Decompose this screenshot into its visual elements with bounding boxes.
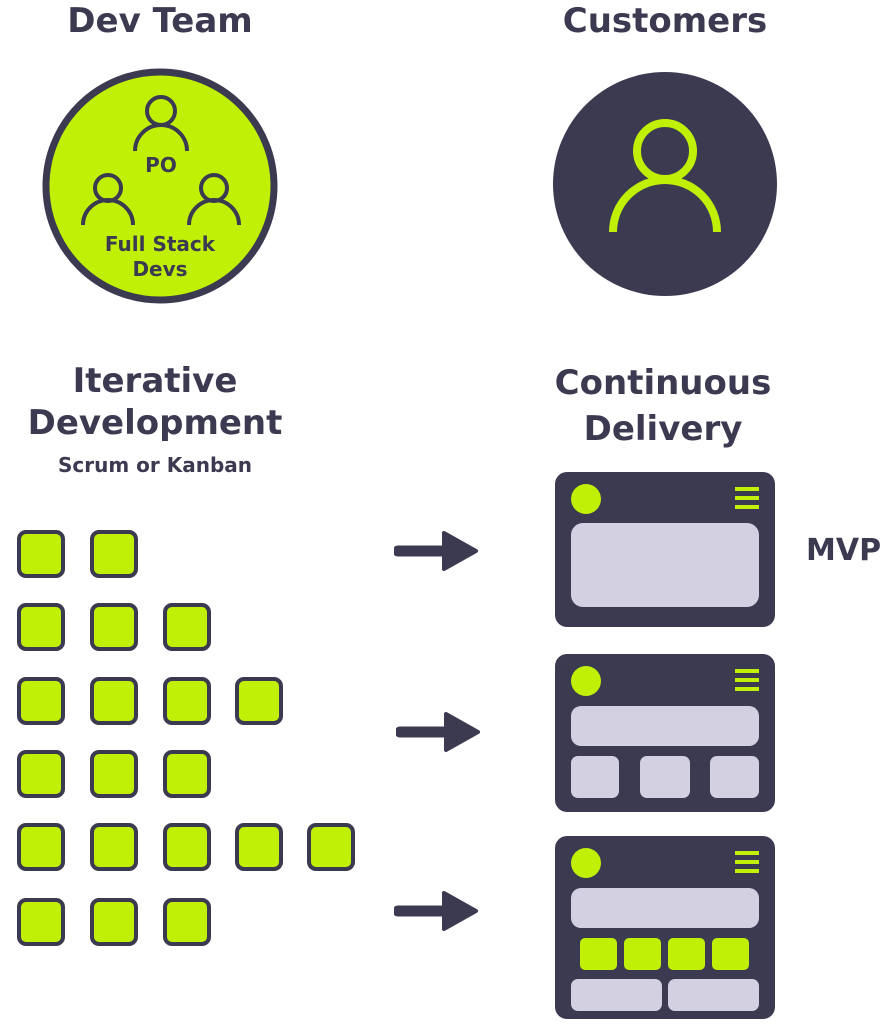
- release-window-2: [555, 654, 775, 812]
- iterative-title-line2: Development: [27, 403, 283, 443]
- backlog-item: [163, 677, 211, 725]
- status-dot: [571, 666, 601, 696]
- hamburger-menu-icon: [735, 487, 759, 509]
- iterative-title-line1: Iterative: [72, 361, 238, 401]
- status-dot: [571, 484, 601, 514]
- mvp-label: MVP: [806, 533, 882, 568]
- arrow-right-icon: [394, 531, 478, 571]
- arrow-right-icon: [394, 891, 478, 931]
- iterative-title: Iterative Development: [25, 360, 285, 444]
- person-icon: [609, 119, 721, 233]
- person-icon: [81, 173, 135, 226]
- iterative-subtitle: Scrum or Kanban: [57, 453, 252, 477]
- backlog-item: [17, 750, 65, 798]
- backlog-item: [17, 823, 65, 871]
- devs-label-line2: Devs: [132, 257, 188, 281]
- backlog-item: [17, 603, 65, 651]
- customers-title: Customers: [562, 1, 768, 41]
- backlog-item: [90, 823, 138, 871]
- backlog-item: [90, 677, 138, 725]
- delivery-title-line1: Continuous: [554, 363, 772, 403]
- devs-label: Full Stack Devs: [90, 232, 230, 282]
- dev-team-title: Dev Team: [67, 1, 253, 41]
- backlog-item: [17, 898, 65, 946]
- backlog-item: [307, 823, 355, 871]
- backlog-item: [163, 603, 211, 651]
- backlog-item: [163, 898, 211, 946]
- release-window-3: [555, 836, 775, 1019]
- hamburger-menu-icon: [735, 851, 759, 873]
- backlog-item: [235, 823, 283, 871]
- delivery-title: Continuous Delivery: [533, 360, 793, 452]
- person-icon: [187, 173, 241, 226]
- backlog-item: [17, 677, 65, 725]
- arrow-right-icon: [396, 712, 480, 752]
- delivery-title-line2: Delivery: [583, 409, 743, 449]
- backlog-item: [163, 750, 211, 798]
- release-window-mvp: [555, 472, 775, 627]
- po-label: PO: [145, 153, 177, 177]
- backlog-item: [163, 823, 211, 871]
- person-icon: [133, 95, 189, 152]
- backlog-item: [90, 530, 138, 578]
- devs-label-line1: Full Stack: [104, 232, 216, 256]
- backlog-item: [90, 898, 138, 946]
- hamburger-menu-icon: [735, 669, 759, 691]
- backlog-item: [90, 603, 138, 651]
- backlog-item: [235, 677, 283, 725]
- dev-team-circle: [42, 68, 278, 304]
- status-dot: [571, 848, 601, 878]
- backlog-item: [90, 750, 138, 798]
- backlog-item: [17, 530, 65, 578]
